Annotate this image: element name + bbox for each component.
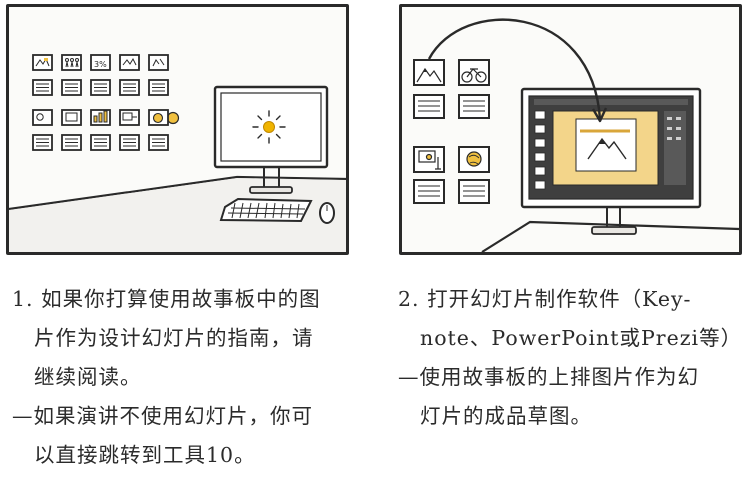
caption-right-line-1: 2. 打开幻灯片制作软件（Key- [398,287,692,311]
caption-right: 2. 打开幻灯片制作软件（Key- note、PowerPoint或Prezi等… [398,280,743,436]
keyboard [219,197,313,223]
caption-right-line-4: 灯片的成品草图。 [420,404,592,428]
storyboard-grid [32,54,140,151]
mouse [319,202,335,224]
caption-left-line-3: 继续阅读。 [34,365,142,389]
caption-left: 1. 如果你打算使用故事板中的图 片作为设计幻灯片的指南，请 继续阅读。 —如果… [12,280,352,475]
computer-monitor [213,85,329,194]
storyboard-panel-1: 3% [6,4,349,255]
desk-illustration-2 [413,18,739,252]
computer-monitor [520,87,702,235]
caption-left-line-1: 1. 如果你打算使用故事板中的图 [12,287,321,311]
arrow-curve [427,18,602,120]
globe-icon [166,111,180,125]
caption-right-line-3: —使用故事板的上排图片作为幻 [398,365,699,389]
sun-icon [252,110,286,144]
caption-left-line-2: 片作为设计幻灯片的指南，请 [34,326,314,350]
mountain-icon [413,59,445,86]
storyboard-panel-2 [399,4,742,255]
desk-illustration-1: 3% [9,54,346,252]
svg-text:3%: 3% [94,60,107,69]
caption-left-line-5: 以直接跳转到工具10。 [34,443,256,467]
caption-left-line-4: —如果演讲不使用幻灯片，你可 [12,404,313,428]
caption-right-line-2: note、PowerPoint或Prezi等） [420,326,743,350]
